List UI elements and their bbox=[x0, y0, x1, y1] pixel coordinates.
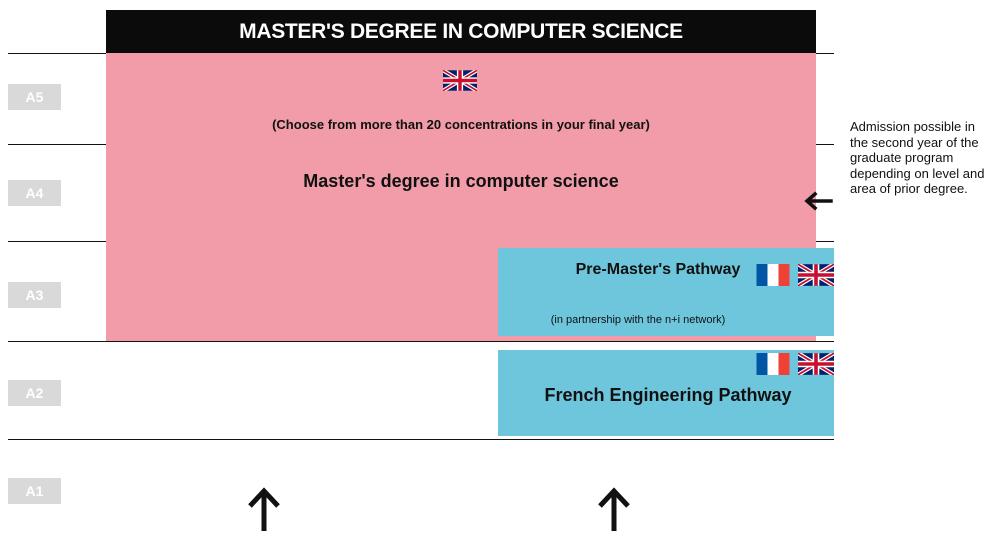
english-flag-icon bbox=[443, 70, 477, 91]
arrow-up-icon bbox=[246, 486, 282, 536]
english-flag-icon bbox=[798, 353, 834, 375]
divider-line bbox=[8, 439, 834, 440]
pre-master-title: Pre-Master's Pathway bbox=[575, 261, 741, 278]
french-flag-icon bbox=[754, 353, 792, 375]
pre-master-pathway-block: Pre-Master's Pathway (in partnership wit… bbox=[498, 248, 834, 336]
year-badge-a3: A3 bbox=[8, 282, 61, 308]
year-badge-a1: A1 bbox=[8, 478, 61, 504]
divider-line bbox=[8, 341, 834, 342]
french-flag-icon bbox=[754, 264, 792, 286]
pre-master-partnership-note: (in partnership with the n+i network) bbox=[550, 314, 726, 326]
year-badge-a4: A4 bbox=[8, 180, 61, 206]
year-badge-a2: A2 bbox=[8, 380, 61, 406]
english-flag-icon bbox=[798, 264, 834, 286]
admission-note: Admission possible in the second year of… bbox=[850, 119, 985, 196]
french-engineering-title: French Engineering Pathway bbox=[544, 385, 792, 405]
master-concentrations-note: (Choose from more than 20 concentrations… bbox=[272, 117, 650, 132]
french-engineering-pathway-block: French Engineering Pathway bbox=[498, 350, 834, 436]
arrow-up-icon bbox=[596, 486, 632, 536]
diagram-title: MASTER'S DEGREE IN COMPUTER SCIENCE bbox=[106, 10, 816, 53]
master-degree-name: Master's degree in computer science bbox=[303, 171, 619, 191]
arrow-left-icon bbox=[803, 191, 833, 216]
year-badge-a5: A5 bbox=[8, 84, 61, 110]
